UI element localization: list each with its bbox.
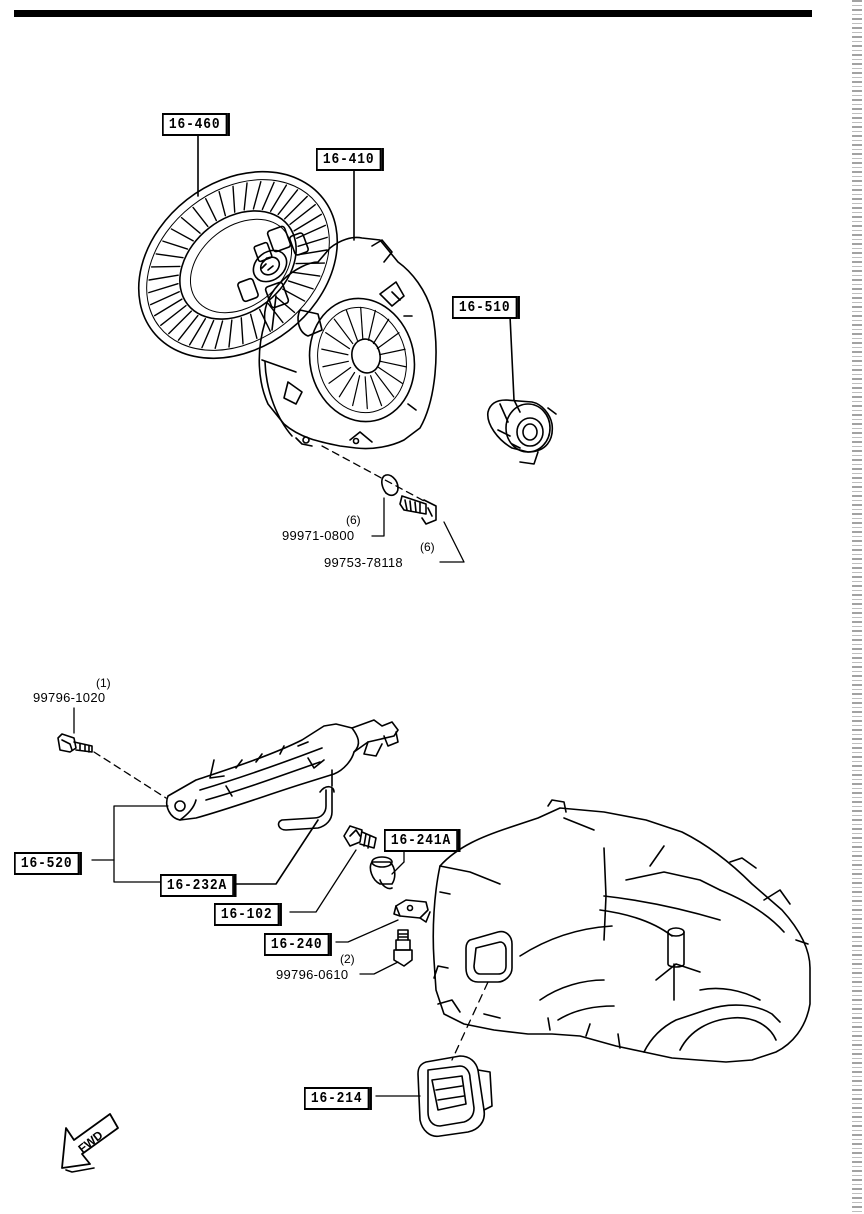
disc-facing-segment	[228, 319, 233, 348]
diaphragm-finger	[377, 366, 403, 384]
ref-fulcrum-pin[interactable]: 16-102	[214, 903, 280, 926]
diaphragm-finger	[321, 348, 349, 356]
clutch-cover	[258, 236, 437, 450]
fork-bolt	[57, 733, 93, 753]
cover-bolt	[399, 495, 437, 525]
transmission-case	[432, 799, 811, 1063]
diaphragm-finger	[370, 375, 383, 407]
diaphragm-finger	[379, 360, 407, 368]
disc-facing-segment	[275, 296, 296, 314]
disc-facing-segment	[283, 195, 308, 220]
ref-release-fork[interactable]: 16-520	[14, 852, 80, 875]
ref-spring-clip[interactable]: 16-232A	[160, 874, 234, 897]
release-fork	[165, 719, 399, 821]
disc-facing-segment	[267, 302, 284, 324]
disc-facing-segment	[148, 274, 179, 281]
disc-facing-segment	[214, 320, 224, 350]
diaphragm-finger	[338, 371, 356, 398]
fwd-arrow-icon	[61, 1113, 119, 1173]
diaphragm-finger	[325, 332, 351, 350]
disc-facing-segment	[218, 190, 227, 217]
disc-facing-segment	[287, 280, 314, 290]
diaphragm-finger	[328, 366, 352, 384]
fork-bolt-part-number[interactable]: 99796-1020	[33, 690, 106, 705]
release-bearing	[487, 399, 557, 465]
disc-facing-segment	[162, 240, 189, 250]
disc-facing-segment	[201, 319, 215, 349]
washer-qty: (6)	[346, 513, 361, 527]
diaphragm-finger	[322, 360, 349, 368]
disc-facing-segment	[292, 271, 321, 277]
disc-facing-segment	[252, 180, 262, 210]
disc-facing-segment	[148, 282, 179, 294]
spring-clip	[235, 769, 335, 885]
bracket-bolt-qty: (2)	[340, 952, 355, 966]
clutch-disc	[137, 170, 339, 360]
bracket	[393, 899, 431, 923]
disc-facing-segment	[249, 313, 258, 340]
fulcrum-pin	[343, 825, 377, 849]
cover-bolt-part-number[interactable]: 99753-78118	[324, 555, 403, 570]
disc-facing-segment	[155, 253, 184, 259]
diaphragm-finger	[376, 332, 400, 350]
disc-facing-segment	[243, 182, 248, 211]
diaphragm-finger	[372, 318, 390, 345]
scan-edge	[852, 0, 862, 1214]
disc-facing-segment	[160, 304, 187, 327]
disc-facing-segment	[153, 298, 183, 317]
disc-facing-segment	[297, 236, 328, 248]
disc-facing-segment	[232, 185, 236, 213]
bracket-bolt-part-number[interactable]: 99796-0610	[276, 967, 349, 982]
disc-facing-segment	[282, 288, 306, 302]
disc-facing-segment	[277, 189, 299, 216]
ref-dust-boot[interactable]: 16-214	[304, 1087, 370, 1110]
diaphragm-finger	[360, 306, 364, 340]
diaphragm-finger	[333, 318, 354, 345]
fork-bolt-qty: (1)	[96, 676, 111, 690]
leader-cover-bolt	[439, 521, 465, 563]
boot-retainer	[369, 856, 396, 890]
cover-bolt-qty: (6)	[420, 540, 435, 554]
ref-clutch-cover[interactable]: 16-410	[316, 148, 382, 171]
disc-facing-segment	[269, 184, 288, 212]
dust-boot	[417, 1055, 493, 1138]
leader-washer	[371, 497, 385, 537]
disc-facing-segment	[180, 216, 201, 234]
disc-facing-segment	[293, 213, 323, 232]
disc-facing-segment	[168, 310, 193, 335]
disc-facing-segment	[149, 291, 180, 306]
ref-clutch-disc[interactable]: 16-460	[162, 113, 228, 136]
diaphragm-finger	[345, 309, 358, 341]
disc-facing-segment	[150, 265, 181, 268]
bolt-path-dashed	[321, 445, 427, 503]
ref-release-bearing[interactable]: 16-510	[452, 296, 518, 319]
diaphragm-finger	[379, 348, 406, 356]
diaphragm-finger	[367, 309, 376, 341]
ref-bracket[interactable]: 16-240	[264, 933, 330, 956]
disc-facing-segment	[204, 198, 218, 222]
leader-release-bearing	[509, 315, 515, 401]
ref-boot-retainer[interactable]: 16-241A	[384, 829, 458, 852]
disc-facing-segment	[177, 314, 199, 341]
header-rule	[14, 10, 812, 17]
disc-facing-segment	[170, 228, 194, 242]
disc-facing-segment	[192, 206, 209, 228]
diaphragm-finger	[364, 376, 368, 410]
disc-facing-segment	[261, 181, 275, 211]
disc-facing-segment	[188, 318, 207, 346]
disc-facing-segment	[240, 317, 244, 345]
diaphragm-finger	[352, 375, 361, 407]
washer-part-number[interactable]: 99971-0800	[282, 528, 355, 543]
disc-facing-segment	[296, 224, 327, 239]
disc-facing-segment	[289, 203, 316, 226]
diaphragm-finger	[374, 371, 395, 398]
washer	[381, 474, 399, 496]
bracket-bolt	[393, 929, 413, 967]
fwd-label: FWD	[75, 1128, 105, 1156]
